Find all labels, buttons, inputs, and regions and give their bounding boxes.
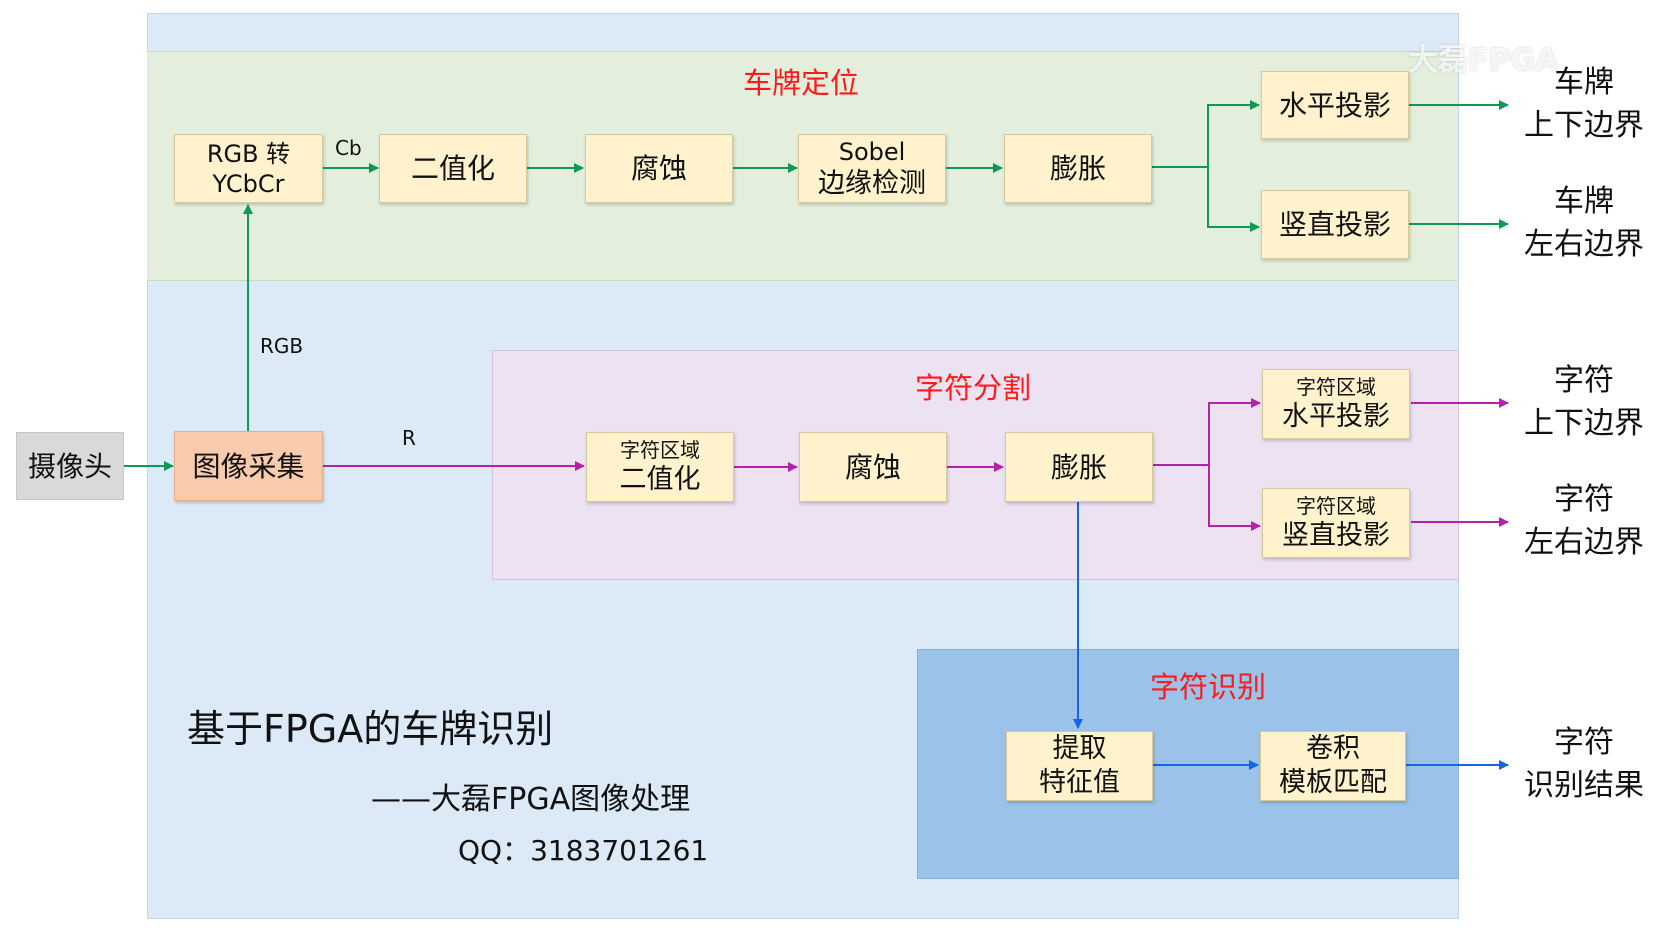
plate-vertical-projection-node: 竖直投影 xyxy=(1261,190,1409,259)
arrow-dilate-hproj xyxy=(1151,100,1260,168)
camera-node: 摄像头 xyxy=(16,432,124,500)
edge-label-rgb: RGB xyxy=(260,334,304,358)
output-char-left-right: 字符 左右边界 xyxy=(1524,482,1644,560)
output-plate-left-right: 车牌 左右边界 xyxy=(1524,184,1644,262)
template-matching-node: 卷积 模板匹配 xyxy=(1260,731,1406,801)
plate-dilate-node: 膨胀 xyxy=(1004,134,1152,203)
output-recognition-result: 字符 识别结果 xyxy=(1524,725,1644,803)
output-plate-top-bottom: 车牌 上下边界 xyxy=(1524,65,1644,143)
image-acquisition-node: 图像采集 xyxy=(174,431,323,501)
arrow-seg-dilate-vproj xyxy=(1208,465,1261,531)
char-vertical-projection-node: 字符区域 竖直投影 xyxy=(1262,488,1410,558)
diagram-title: 基于FPGA的车牌识别 xyxy=(187,707,554,751)
author-credit: ——大磊FPGA图像处理 xyxy=(371,782,691,817)
watermark: 大磊FPGA xyxy=(1408,43,1559,78)
feature-extraction-node: 提取 特征值 xyxy=(1006,731,1153,801)
sobel-edge-node: Sobel 边缘检测 xyxy=(798,134,946,203)
qq-contact: QQ：3183701261 xyxy=(458,834,709,867)
recognition-title: 字符识别 xyxy=(1149,670,1266,704)
edge-label-cb: Cb xyxy=(335,136,362,160)
segmentation-title: 字符分割 xyxy=(914,371,1031,405)
char-dilate-node: 膨胀 xyxy=(1005,432,1153,502)
localization-title: 车牌定位 xyxy=(742,66,859,100)
plate-horizontal-projection-node: 水平投影 xyxy=(1261,71,1409,139)
edge-label-r: R xyxy=(402,426,416,450)
arrow-dilate-vproj xyxy=(1207,167,1260,232)
plate-binarize-node: 二值化 xyxy=(379,134,527,203)
char-horizontal-projection-node: 字符区域 水平投影 xyxy=(1262,369,1410,439)
char-binarize-node: 字符区域 二值化 xyxy=(586,432,734,502)
rgb-to-ycbcr-node: RGB 转 YCbCr xyxy=(174,134,323,203)
char-erode-node: 腐蚀 xyxy=(799,432,947,502)
arrow-seg-dilate-hproj xyxy=(1152,398,1261,466)
output-char-top-bottom: 字符 上下边界 xyxy=(1524,363,1644,441)
plate-erode-node: 腐蚀 xyxy=(585,134,733,203)
